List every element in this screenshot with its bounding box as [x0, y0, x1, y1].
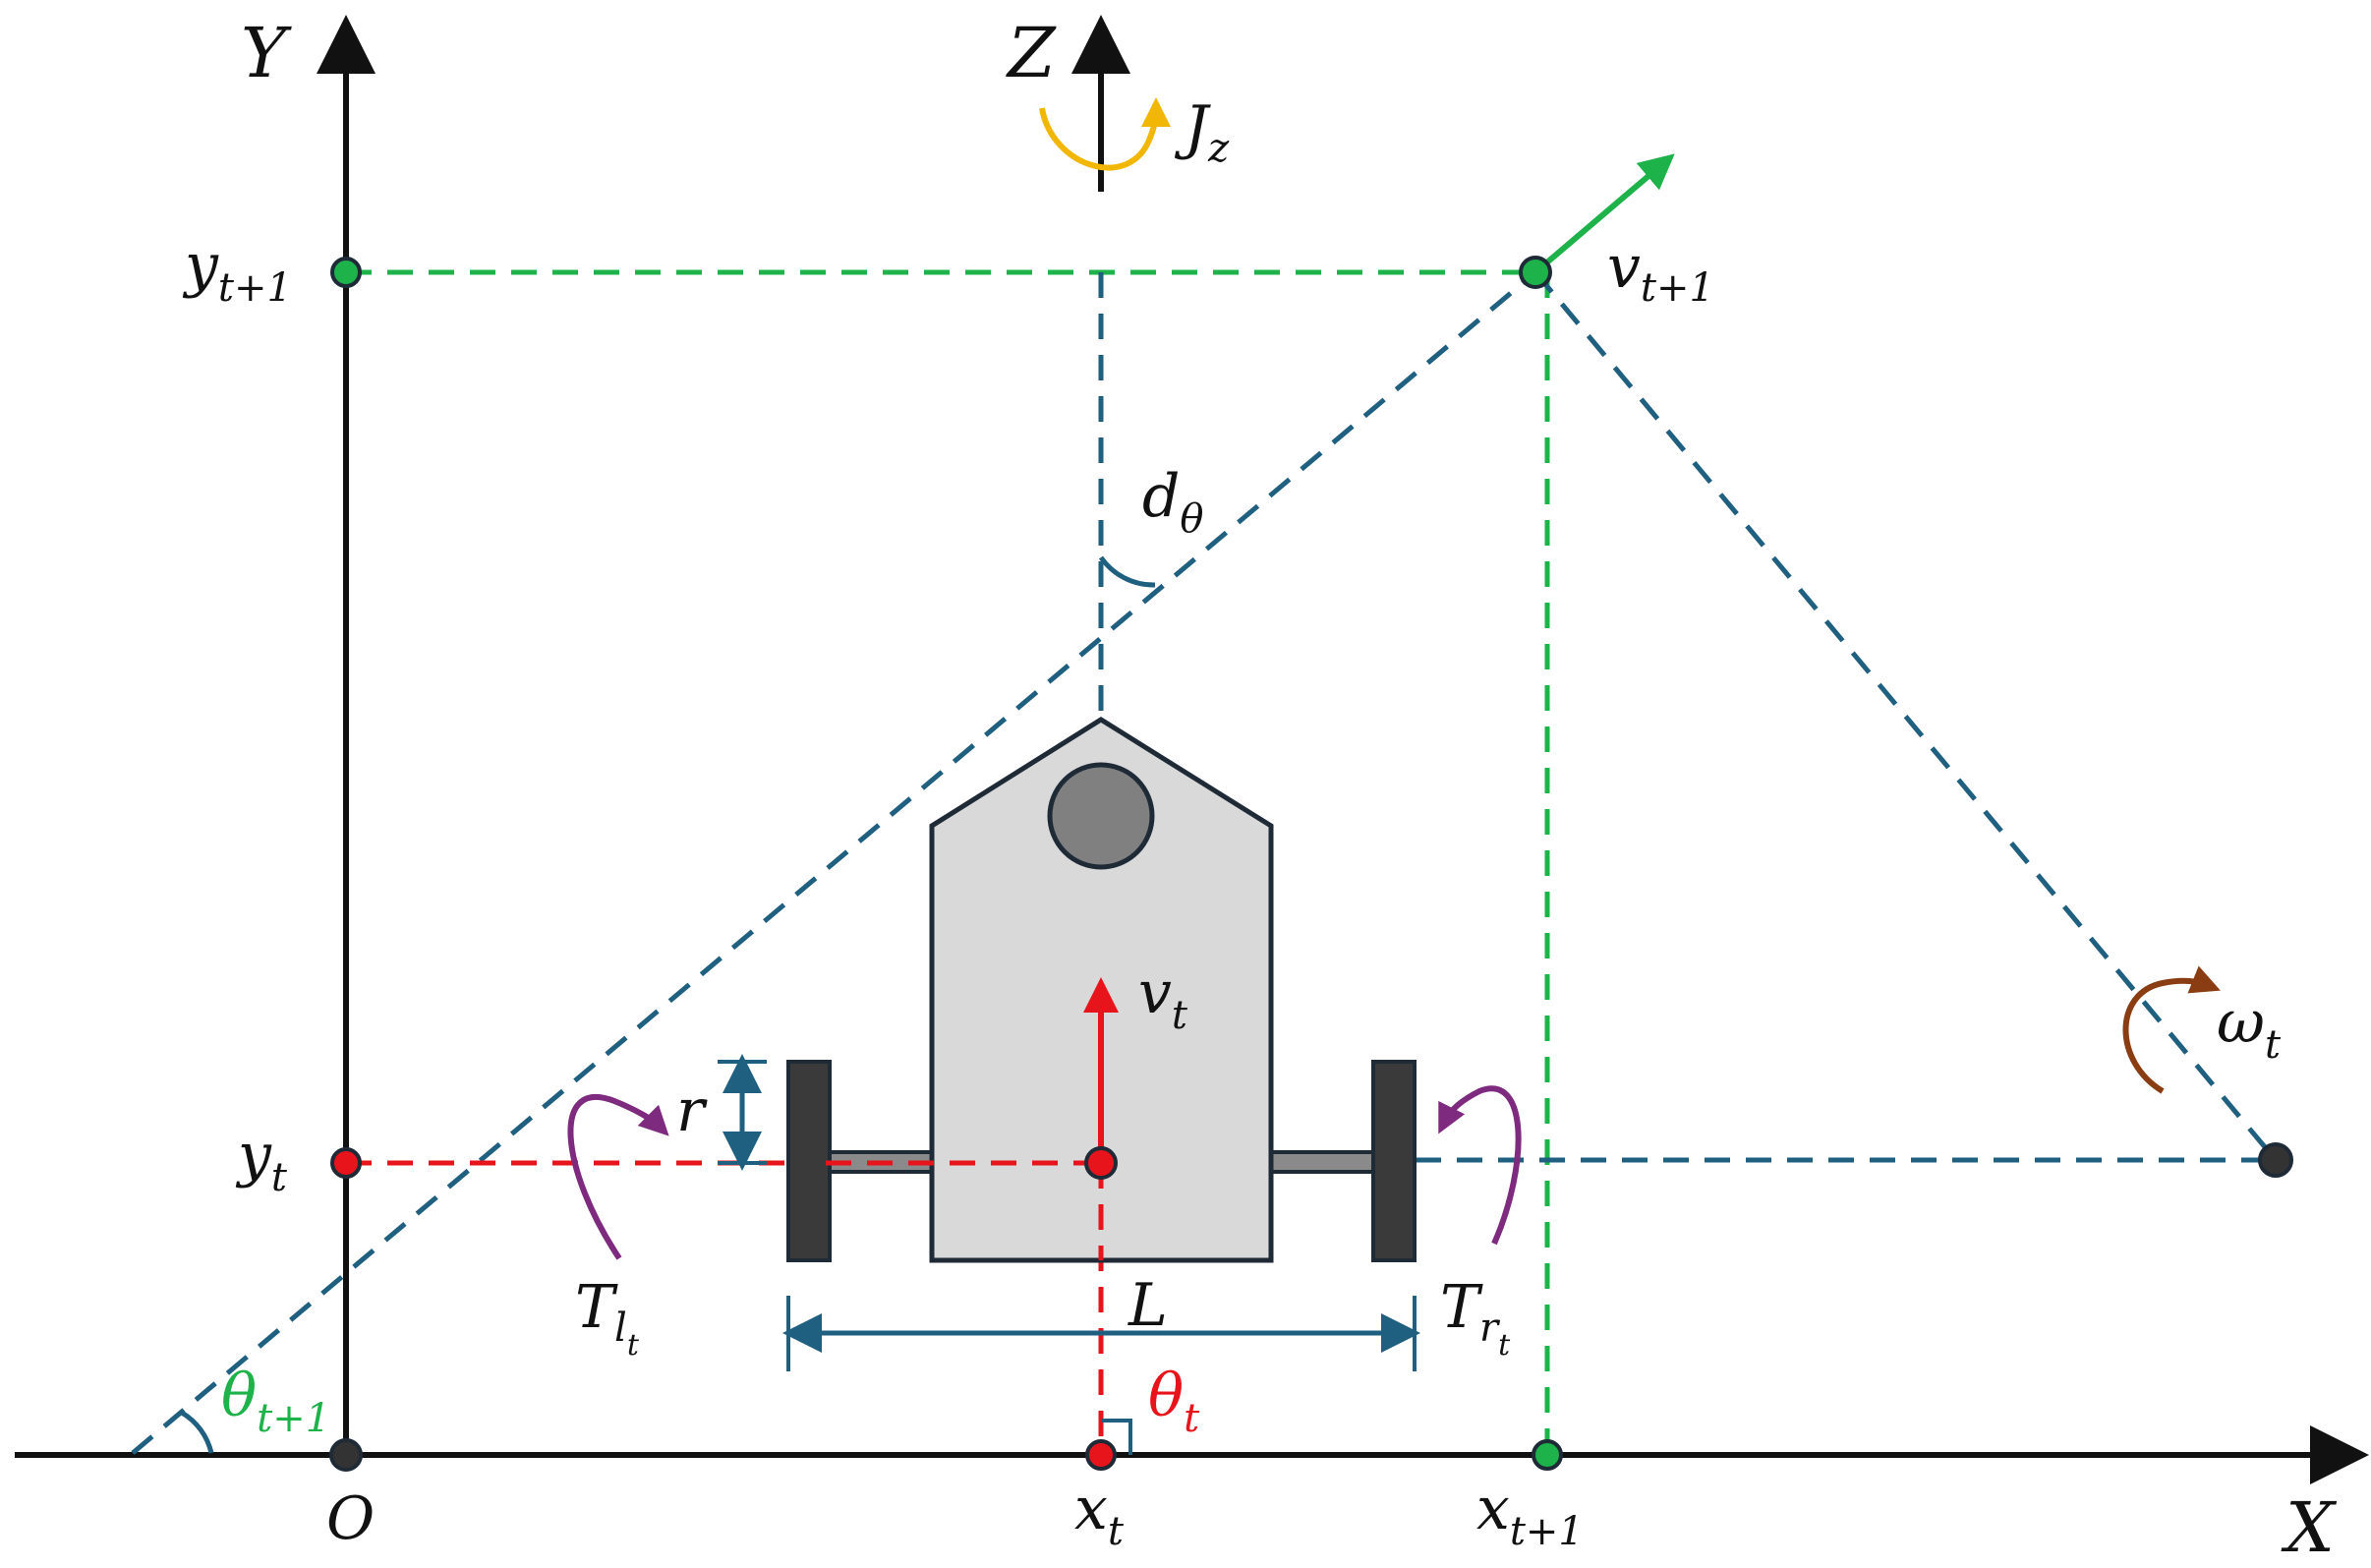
velocity-t1-arrow [1533, 153, 1675, 275]
theta-t1-label: θt+1 [221, 1362, 330, 1441]
next-position-point [1519, 256, 1552, 289]
y-t1-point [330, 257, 362, 288]
icc-point [2258, 1142, 2293, 1178]
turn-radius-line [1533, 270, 2278, 1162]
y-axis-label: Y [241, 13, 292, 93]
origin-point [329, 1438, 363, 1472]
heading-line-t1 [131, 270, 1537, 1455]
v-t-label: vt [1138, 958, 1188, 1038]
right-wheel [1371, 1060, 1417, 1262]
theta-t-label: θt [1148, 1362, 1200, 1441]
jz-rotation-arrow [1039, 97, 1171, 171]
v-t1-label: vt+1 [1607, 233, 1714, 311]
right-axle [1266, 1150, 1378, 1174]
d-theta-arc [1098, 555, 1156, 588]
omega-t-label: ωt [2217, 988, 2282, 1068]
wheel-radius-label: r [676, 1076, 708, 1145]
right-angle-mark [1101, 1419, 1132, 1455]
x-t-label: xt [1074, 1475, 1125, 1554]
wheel-radius-dimension [718, 1054, 767, 1171]
x-t1-label: xt+1 [1476, 1475, 1584, 1554]
z-axis-label: Z [1006, 13, 1057, 93]
y-t-point [330, 1147, 362, 1179]
torque-left-label: Tlt [575, 1273, 640, 1363]
y-t-label: yt [235, 1121, 288, 1200]
robot-center-point [1084, 1146, 1118, 1180]
torque-left-arrow [567, 1093, 669, 1260]
theta-t1-arc [180, 1410, 214, 1454]
omega-rotation-arrow [2122, 965, 2221, 1094]
robot-sensor [1047, 762, 1155, 870]
y-t1-label: yt+1 [182, 231, 292, 311]
d-theta-label: dθ [1142, 462, 1204, 542]
left-wheel [786, 1060, 832, 1262]
torque-right-arrow [1438, 1085, 1522, 1246]
torque-right-label: Trt [1440, 1273, 1511, 1363]
origin-label: O [326, 1484, 375, 1553]
x-t1-point [1532, 1439, 1563, 1471]
j-z-label: Jz [1174, 93, 1230, 171]
x-t-point [1085, 1439, 1117, 1471]
wheelbase-dimension [782, 1296, 1420, 1371]
wheelbase-label: L [1128, 1271, 1168, 1340]
x-axis-label: X [2281, 1487, 2338, 1568]
